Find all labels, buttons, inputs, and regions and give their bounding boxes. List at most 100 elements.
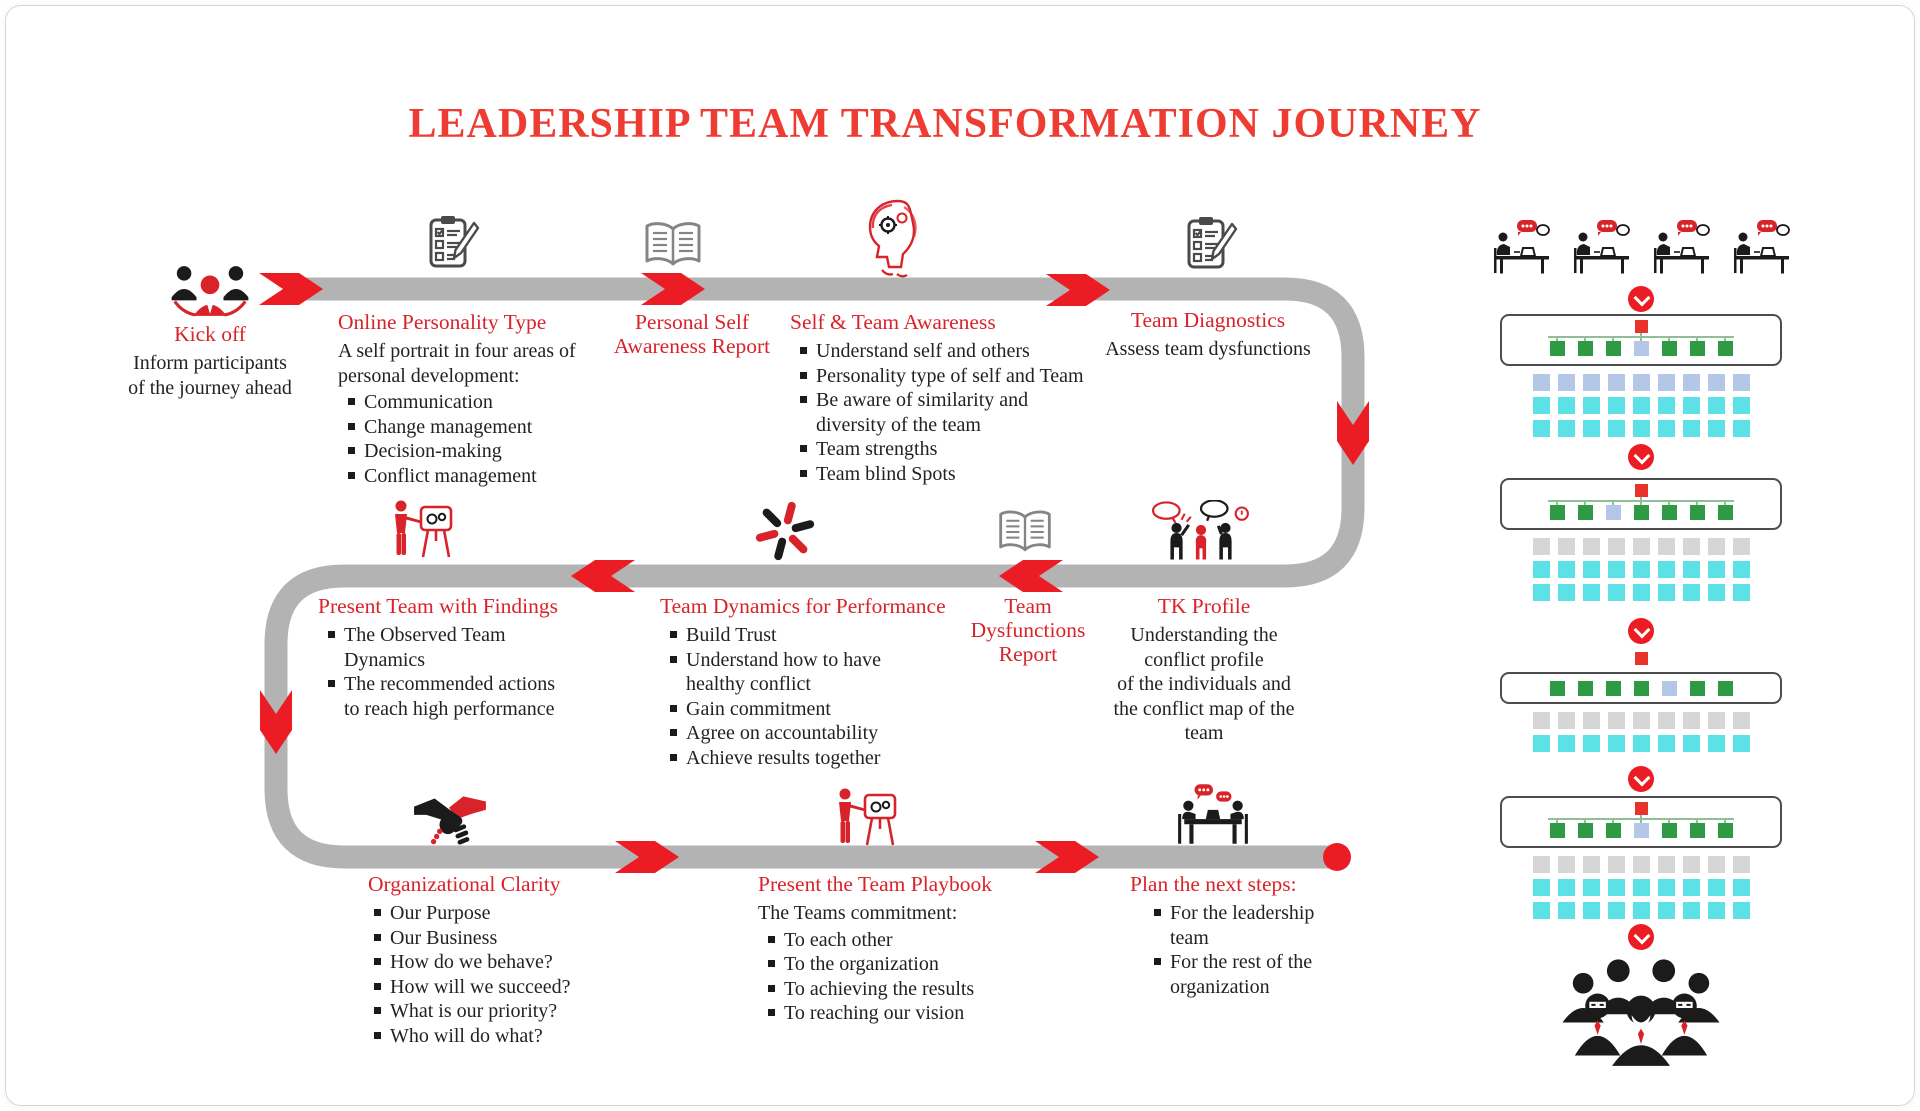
org-staff-square	[1582, 420, 1600, 437]
org-manager-cell	[1549, 501, 1565, 520]
org-staff-row	[1532, 538, 1750, 555]
org-staff-square	[1632, 374, 1650, 391]
stage-body: Assess team dysfunctions	[1105, 338, 1311, 360]
org-staff-square	[1532, 902, 1550, 919]
org-manager-cell	[1633, 337, 1649, 356]
org-staff-square	[1682, 374, 1700, 391]
org-staff-square	[1607, 735, 1625, 752]
bullet-text: To reaching our vision	[784, 1002, 965, 1024]
bullet-text: Achieve results together	[686, 746, 881, 769]
org-manager-cell	[1717, 337, 1733, 356]
handshake-icon	[412, 792, 488, 846]
org-manager-square	[1605, 504, 1621, 520]
org-staff-square	[1532, 584, 1550, 601]
org-manager-square	[1689, 680, 1705, 696]
org-manager-square	[1577, 504, 1593, 520]
bullet-square-icon	[768, 960, 775, 967]
org-staff-square	[1732, 561, 1750, 578]
org-staff-row	[1532, 420, 1750, 437]
org-staff-row	[1532, 879, 1750, 896]
bullet-square-icon	[768, 984, 775, 992]
bullet-text: Understand how to have healthy conflict	[686, 648, 881, 696]
chevron-down-circle-icon	[1628, 766, 1654, 792]
bullet-text: Team strengths	[816, 438, 938, 460]
bullet-square-icon	[348, 398, 355, 405]
bullet-square-icon	[800, 396, 807, 403]
org-connector	[1556, 819, 1558, 823]
org-manager-square	[1689, 822, 1705, 838]
stage-title: Personal Self Awareness Report	[613, 310, 771, 358]
stage-online-personality-type: Online Personality Type A self portrait …	[338, 310, 606, 488]
org-staff-square	[1707, 902, 1725, 919]
org-staff-square	[1557, 561, 1575, 578]
stage-body: Inform participants of the journey ahead	[128, 352, 292, 399]
org-staff-square	[1682, 420, 1700, 437]
org-manager-square	[1633, 822, 1649, 838]
bullet-item: Achieve results together	[670, 746, 980, 771]
org-manager-square	[1605, 822, 1621, 838]
stage-present-team-with-findings: Present Team with Findings The Observed …	[318, 594, 618, 721]
org-staff-square	[1707, 735, 1725, 752]
bullet-square-icon	[374, 933, 381, 941]
stage-title: TK Profile	[1157, 594, 1251, 618]
mind-gears-icon	[858, 196, 926, 282]
org-staff-rows	[1500, 374, 1782, 437]
stage-title: Organizational Clarity	[368, 872, 561, 896]
org-staff-square	[1532, 420, 1550, 437]
org-staff-square	[1657, 712, 1675, 729]
bullet-square-icon	[348, 471, 355, 479]
org-staff-square	[1607, 397, 1625, 414]
org-connector	[1668, 819, 1670, 823]
org-connector	[1640, 333, 1642, 336]
leadership-team-box	[1500, 796, 1782, 848]
org-staff-square	[1657, 561, 1675, 578]
org-manager-cell	[1661, 337, 1677, 356]
org-staff-square	[1582, 735, 1600, 752]
org-connector	[1640, 497, 1642, 500]
bullet-text: Build Trust	[686, 624, 777, 646]
org-staff-square	[1557, 584, 1575, 601]
open-book-icon	[642, 220, 704, 270]
workshop-session-icon	[1732, 220, 1792, 274]
org-staff-row	[1532, 712, 1750, 729]
org-staff-square	[1532, 374, 1550, 391]
org-staff-square	[1732, 902, 1750, 919]
org-staff-square	[1632, 584, 1650, 601]
org-manager-square	[1577, 822, 1593, 838]
stage-title: Team Dynamics for Performance	[660, 594, 946, 618]
bullet-square-icon	[374, 1031, 381, 1039]
stage-title: Self & Team Awareness	[790, 310, 996, 334]
org-staff-square	[1707, 538, 1725, 555]
org-manager-square	[1633, 680, 1649, 696]
org-staff-square	[1582, 856, 1600, 873]
bullet-item: Our Purpose	[374, 901, 658, 926]
org-staff-square	[1657, 538, 1675, 555]
org-manager-square	[1549, 822, 1565, 838]
org-leader-square	[1634, 802, 1648, 815]
bullet-text: What is our priority?	[390, 1000, 558, 1022]
org-staff-square	[1557, 397, 1575, 414]
bullet-square-icon	[348, 447, 355, 454]
org-staff-square	[1657, 397, 1675, 414]
org-staff-square	[1657, 902, 1675, 919]
org-staff-square	[1582, 712, 1600, 729]
bullet-item: What is our priority?	[374, 999, 658, 1024]
leadership-team-box	[1500, 672, 1782, 704]
org-manager-cell	[1577, 680, 1593, 696]
org-staff-row	[1532, 856, 1750, 873]
bullet-item: The Observed Team Dynamics	[328, 623, 618, 672]
bullet-square-icon	[1154, 909, 1161, 916]
org-staff-row	[1532, 397, 1750, 414]
org-manager-square	[1549, 680, 1565, 696]
bullet-item: Decision-making	[348, 439, 606, 464]
org-manager-cell	[1577, 819, 1593, 838]
stage-present-the-team-playbook: Present the Team Playbook The Teams comm…	[758, 872, 1058, 1026]
open-book-icon	[996, 506, 1054, 558]
org-staff-square	[1632, 397, 1650, 414]
org-connector	[1696, 337, 1698, 341]
stage-intro: The Teams commitment:	[758, 902, 958, 924]
org-staff-square	[1532, 712, 1550, 729]
conflict-people-icon	[1150, 500, 1252, 562]
